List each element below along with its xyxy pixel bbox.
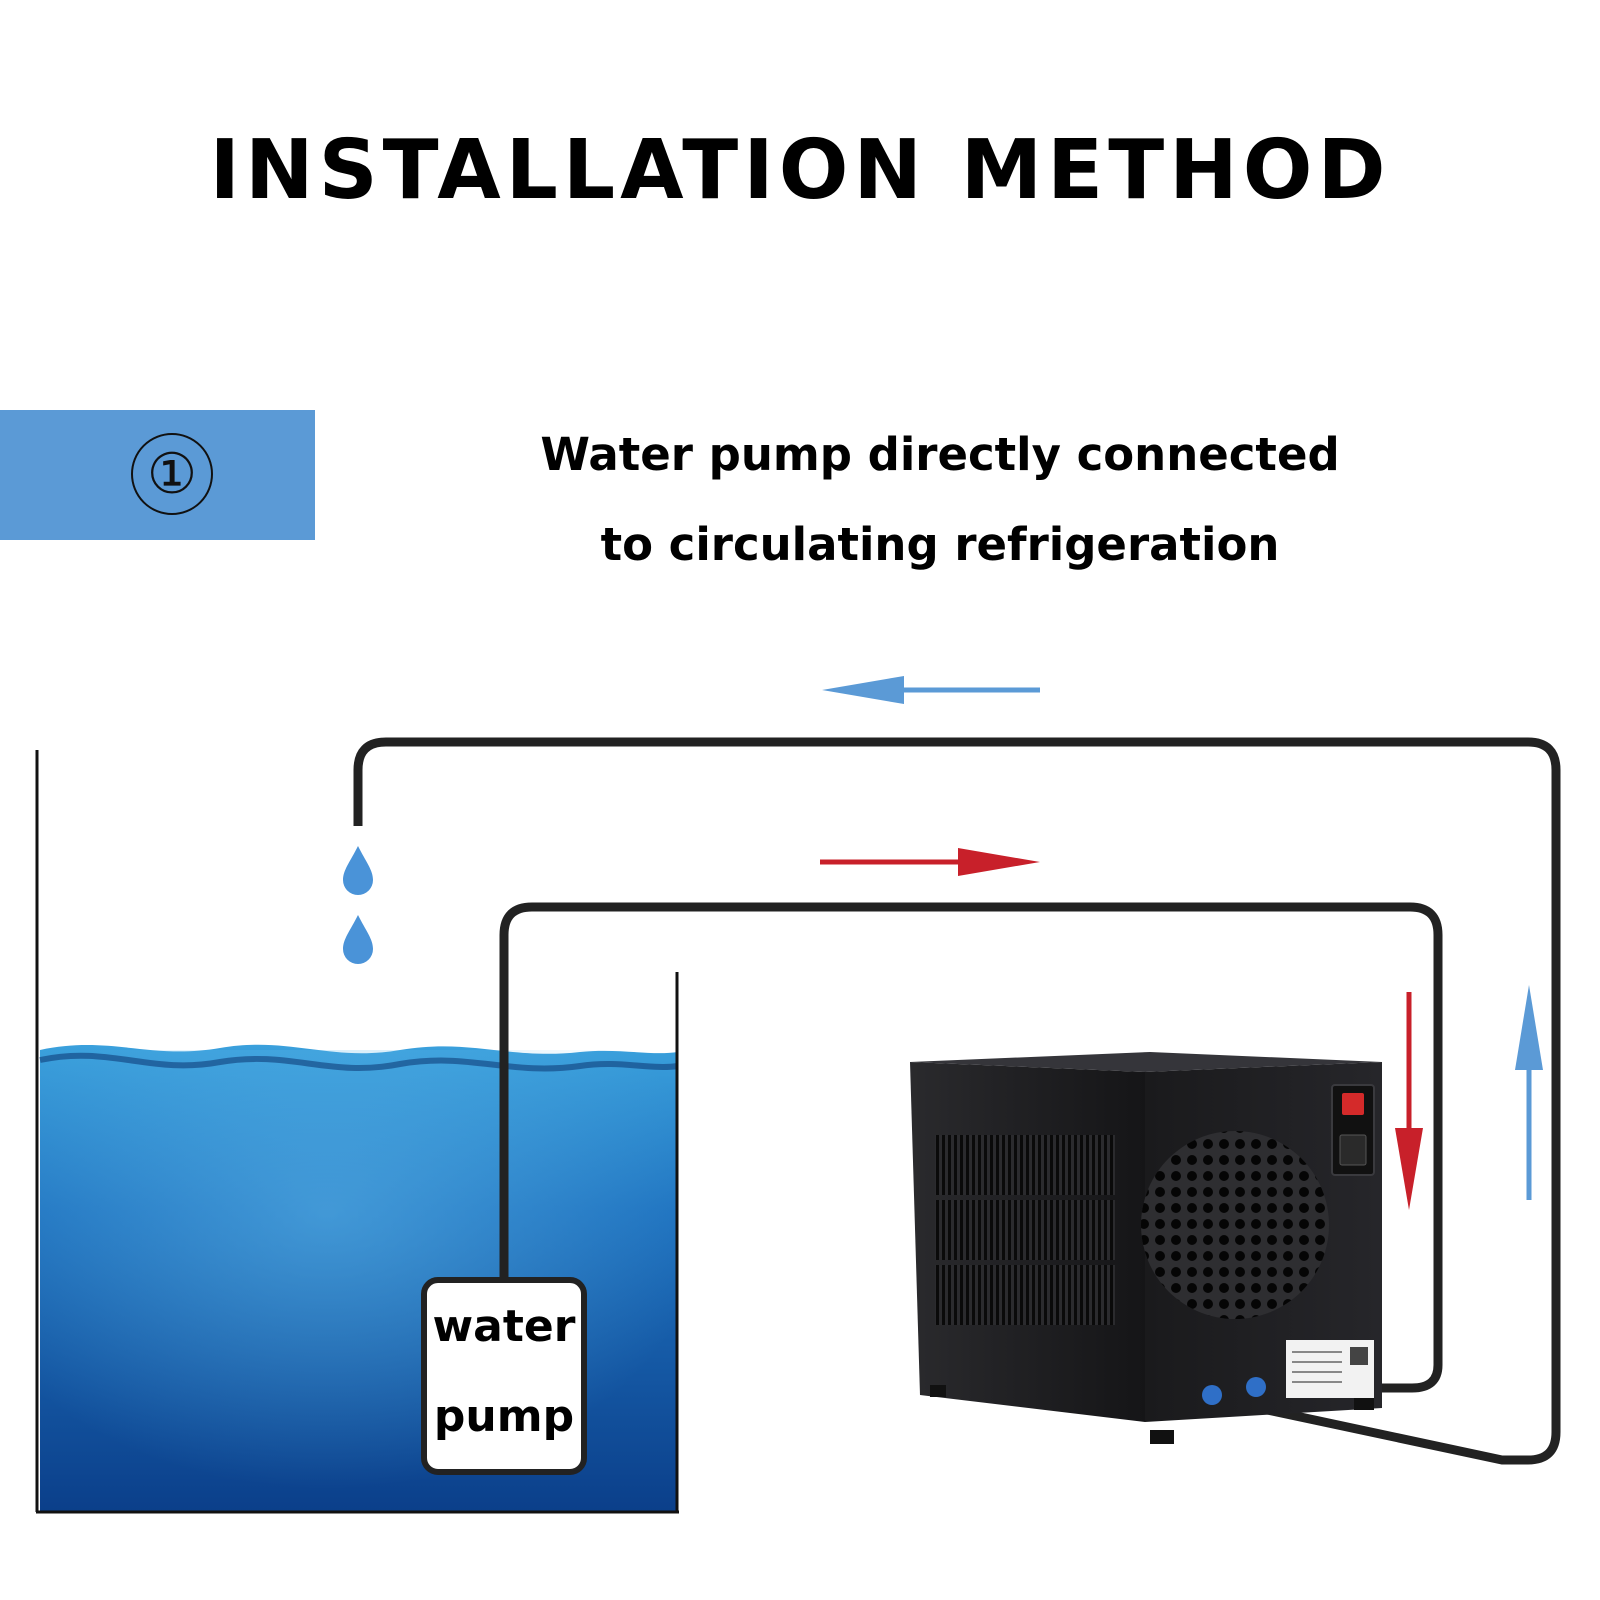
flow-arrow-down-icon <box>1395 992 1423 1210</box>
water-drop-icon <box>343 915 373 964</box>
flow-arrow-right-icon <box>820 848 1040 876</box>
pump-label-line-1: water <box>432 1301 576 1352</box>
outlet-connector <box>1202 1385 1222 1405</box>
subtitle-line-2: to circulating refrigeration <box>600 518 1280 571</box>
pump-label-line-2: pump <box>433 1391 575 1442</box>
supply-pipe <box>499 902 1443 1393</box>
subtitle-line-1: Water pump directly connected <box>540 428 1340 481</box>
page-title: INSTALLATION METHOD <box>209 123 1391 218</box>
return-pipe <box>353 737 1561 1465</box>
flow-arrow-up-icon <box>1515 985 1543 1200</box>
chiller-top-edge <box>910 1052 1382 1072</box>
chiller-unit <box>910 1052 1382 1444</box>
water-pump-box <box>421 1277 587 1475</box>
step-number: ① <box>131 433 213 515</box>
water-drop-icon <box>343 846 373 895</box>
flow-arrow-left-icon <box>822 676 1040 704</box>
power-switch <box>1342 1093 1364 1115</box>
inlet-connector <box>1246 1377 1266 1397</box>
water-wave <box>39 1052 679 1072</box>
